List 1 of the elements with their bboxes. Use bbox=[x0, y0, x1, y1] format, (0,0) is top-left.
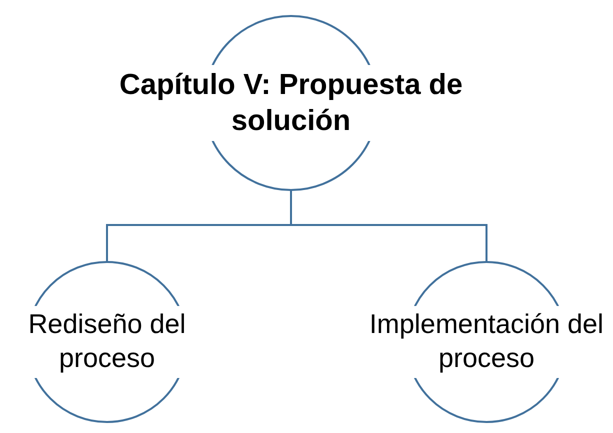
connector-line bbox=[290, 190, 488, 262]
